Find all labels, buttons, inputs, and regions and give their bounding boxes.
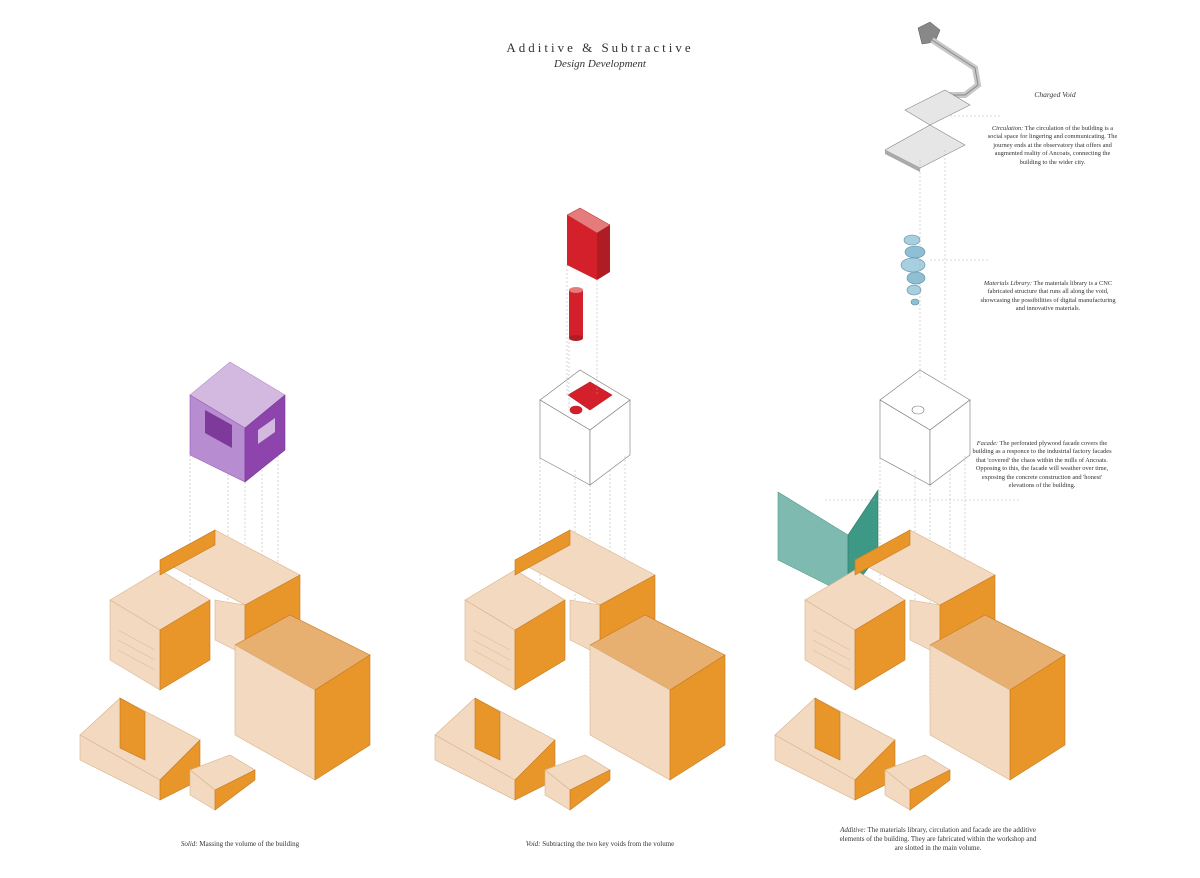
additive-caption: Additive: The materials library, circula… bbox=[838, 826, 1038, 853]
circulation-note: Circulation: The circulation of the buil… bbox=[985, 125, 1120, 167]
solid-context-buildings bbox=[79, 529, 371, 811]
facade-note: Facade: The perforated plywood facade co… bbox=[972, 440, 1112, 490]
solid-column bbox=[79, 361, 371, 811]
void-context-buildings bbox=[434, 529, 726, 811]
void-column bbox=[434, 207, 726, 811]
void-hollow-massing bbox=[539, 369, 631, 486]
materials-library-text: The materials library is a CNC fabricate… bbox=[980, 280, 1116, 313]
circulation-text: The circulation of the building is a soc… bbox=[987, 125, 1118, 166]
materials-library-term: Materials Library: bbox=[983, 280, 1032, 287]
additive-column bbox=[774, 21, 1066, 811]
materials-library-model bbox=[900, 234, 990, 306]
void-text: Subtracting the two key voids from the v… bbox=[542, 840, 675, 848]
solid-term: Solid: bbox=[180, 840, 198, 848]
page-title: Additive & Subtractive bbox=[506, 40, 694, 55]
facade-term: Facade: bbox=[976, 440, 999, 447]
circulation-term: Circulation: bbox=[991, 125, 1024, 132]
circulation-model bbox=[884, 21, 1000, 172]
additive-term: Additive: bbox=[840, 826, 866, 834]
void-red-block bbox=[566, 207, 611, 280]
page-subtitle: Design Development bbox=[554, 58, 646, 70]
solid-caption: Solid: Massing the volume of the buildin… bbox=[130, 840, 350, 849]
additive-hollow-massing bbox=[879, 369, 971, 486]
solid-text: Massing the volume of the building bbox=[199, 840, 300, 848]
void-red-cylinder bbox=[569, 287, 583, 341]
solid-massing-block bbox=[189, 361, 286, 483]
facade-text: The perforated plywood facade covers the… bbox=[972, 440, 1112, 490]
void-term: Void: bbox=[525, 840, 541, 848]
additive-text: The materials library, circulation and f… bbox=[839, 826, 1037, 852]
materials-library-note: Materials Library: The materials library… bbox=[978, 280, 1118, 314]
charged-void-label: Charged Void bbox=[1034, 90, 1076, 99]
void-caption: Void: Subtracting the two key voids from… bbox=[470, 840, 730, 849]
